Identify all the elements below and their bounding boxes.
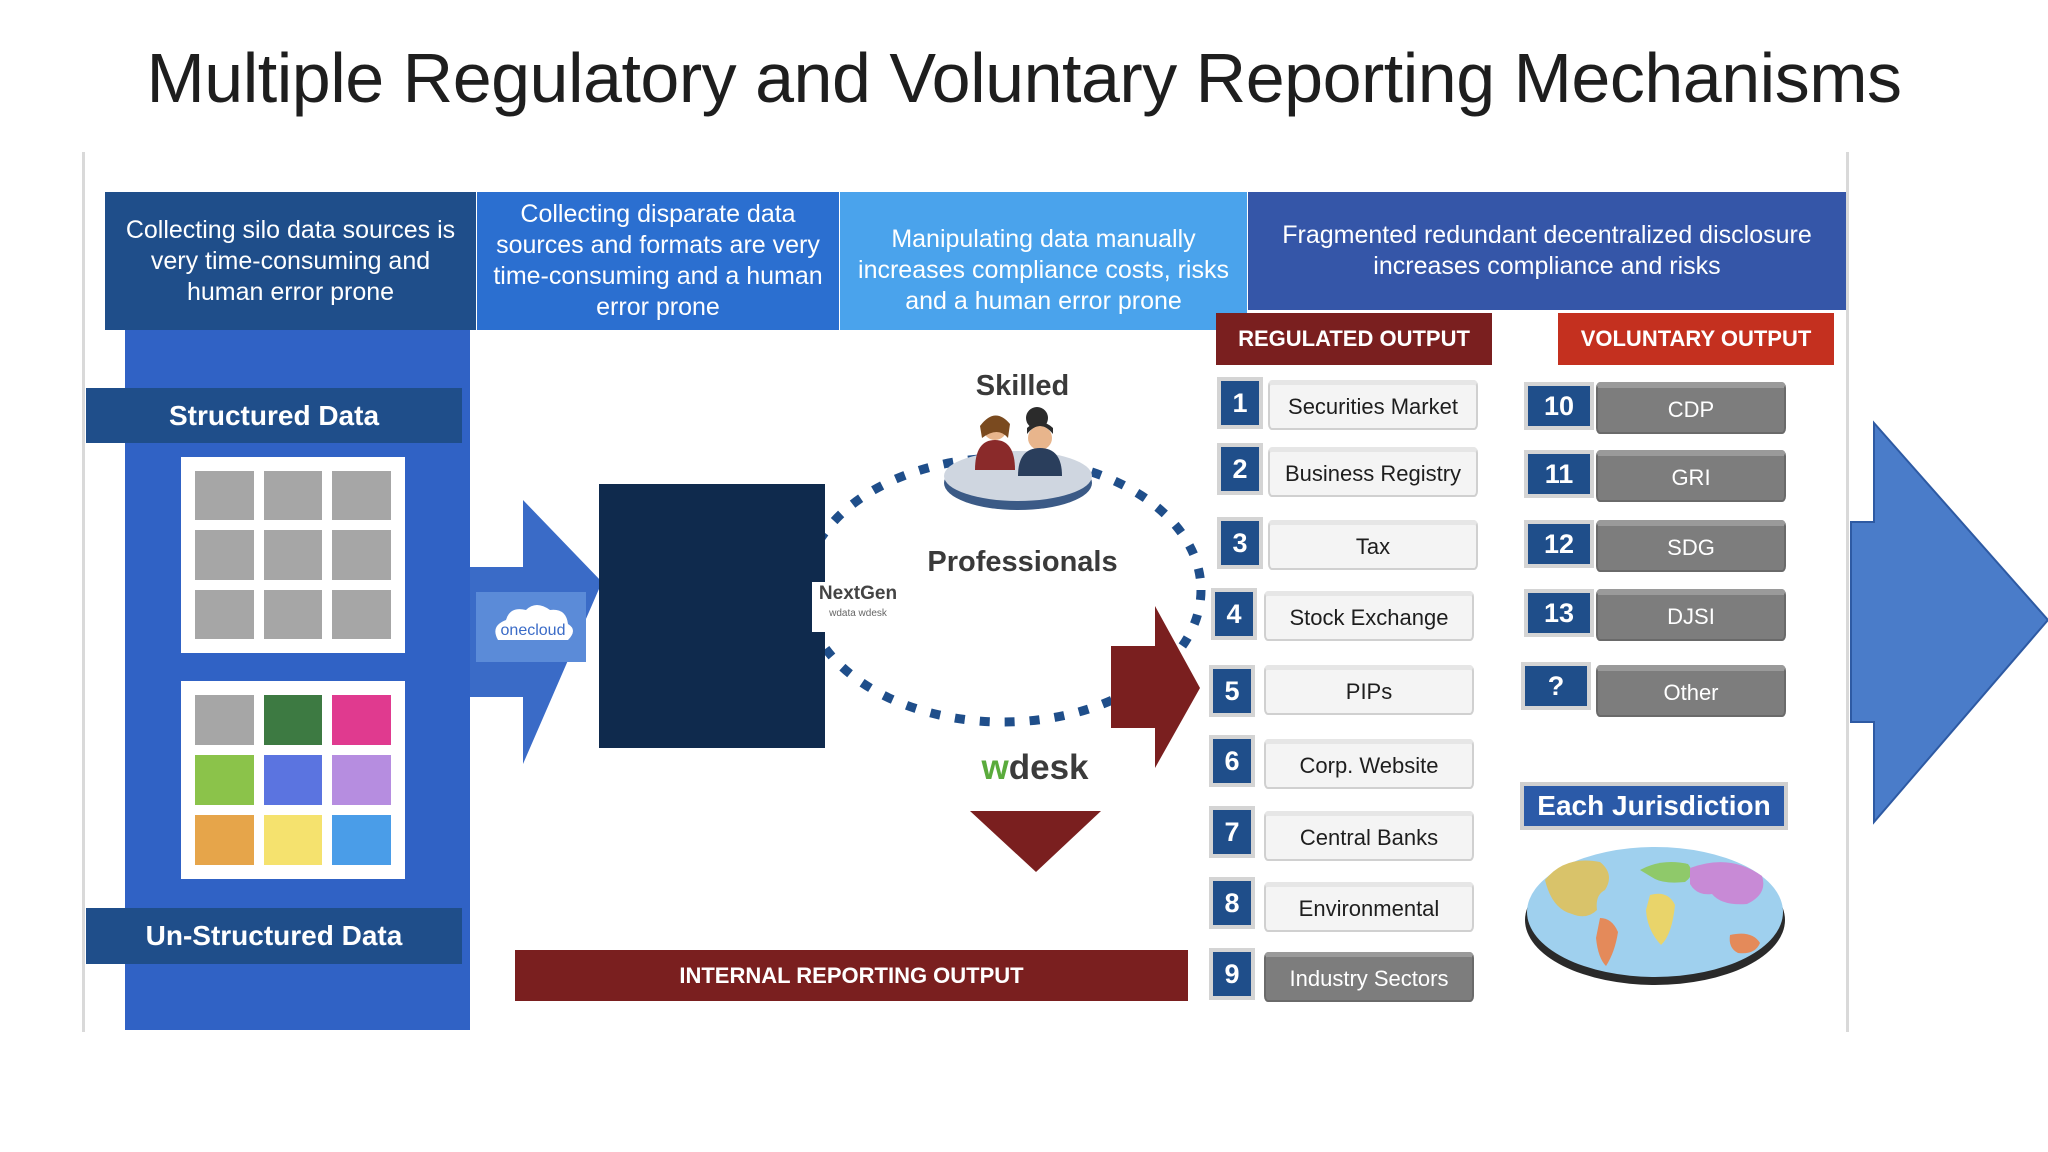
grid-cell: [332, 589, 391, 639]
voluntary-item-gri: GRI: [1596, 450, 1786, 502]
colored-cell: [332, 695, 391, 745]
regulated-item-central-banks: Central Banks: [1264, 811, 1474, 861]
colored-cell: [332, 815, 391, 865]
grid-cell: [195, 589, 254, 639]
internal-down-arrow: [970, 811, 1101, 872]
structured-data-grid: [181, 457, 405, 653]
grid-cell: [195, 471, 254, 521]
voluntary-item-other: Other: [1596, 665, 1786, 717]
unstructured-data-grid: [181, 681, 405, 879]
header-manual-data: Manipulating data manually increases com…: [840, 192, 1247, 330]
colored-cell: [195, 695, 254, 745]
colored-cell: [263, 695, 323, 745]
regulated-item-business-registry: Business Registry: [1268, 447, 1478, 497]
voluntary-output-header: VOLUNTARY OUTPUT: [1558, 313, 1834, 365]
output-arrow: [1850, 420, 2048, 825]
regulated-item-tax: Tax: [1268, 520, 1478, 570]
colored-cell: [263, 755, 323, 805]
colored-cell: [195, 815, 254, 865]
workflow-cycle-dots: [800, 453, 1206, 727]
regulated-number-badge: 7: [1209, 806, 1255, 858]
grid-cell: [195, 530, 254, 580]
grid-cell: [332, 530, 391, 580]
grid-cell: [332, 471, 391, 521]
onecloud-text: onecloud: [501, 622, 566, 639]
colored-cell: [332, 755, 391, 805]
regulated-number-badge: 2: [1217, 443, 1263, 495]
regulated-arrow: [1111, 606, 1200, 768]
regulated-number-badge: 6: [1209, 735, 1255, 787]
regulated-item-stock-exchange: Stock Exchange: [1264, 591, 1474, 641]
skilled-people-icon: [944, 407, 1092, 510]
frame-left-line: [82, 152, 85, 1032]
voluntary-item-cdp: CDP: [1596, 382, 1786, 434]
voluntary-item-djsi: DJSI: [1596, 589, 1786, 641]
grid-cell: [263, 589, 323, 639]
voluntary-item-sdg: SDG: [1596, 520, 1786, 572]
structured-data-label: Structured Data: [86, 388, 462, 443]
nextgen-sublogos: wdata wdesk: [829, 608, 887, 619]
internal-reporting-output-bar: INTERNAL REPORTING OUTPUT: [515, 950, 1188, 1001]
header-fragmented-disclosure: Fragmented redundant decentralized discl…: [1248, 192, 1846, 310]
onecloud-logo: onecloud: [495, 605, 573, 640]
wdesk-logo-desk: desk: [1008, 748, 1089, 787]
voluntary-number-badge: 12: [1524, 520, 1594, 568]
wdesk-logo-w: w: [981, 748, 1009, 787]
regulated-item-securities-market: Securities Market: [1268, 380, 1478, 430]
header-silo-data: Collecting silo data sources is very tim…: [105, 192, 476, 330]
frame-right-line: [1846, 152, 1849, 1032]
regulated-number-badge: 1: [1217, 377, 1263, 429]
professionals-label: Professionals: [927, 546, 1118, 578]
unstructured-data-label: Un-Structured Data: [86, 908, 462, 964]
regulated-item-pips: PIPs: [1264, 665, 1474, 715]
each-jurisdiction-label: Each Jurisdiction: [1520, 782, 1788, 830]
regulated-item-industry-sectors: Industry Sectors: [1264, 952, 1474, 1002]
regulated-number-badge: 8: [1209, 877, 1255, 929]
voluntary-number-badge: ?: [1521, 662, 1591, 710]
regulated-number-badge: 3: [1217, 517, 1263, 569]
voluntary-number-badge: 10: [1524, 382, 1594, 430]
grid-cell: [263, 530, 323, 580]
regulated-item-environmental: Environmental: [1264, 882, 1474, 932]
regulated-number-badge: 9: [1209, 948, 1255, 1000]
nextgen-logo: NextGen: [818, 583, 898, 604]
voluntary-number-badge: 13: [1524, 589, 1594, 637]
colored-cell: [263, 815, 323, 865]
wdesk-logo: wdesk: [960, 748, 1110, 788]
skilled-label: Skilled: [975, 370, 1070, 402]
voluntary-number-badge: 11: [1524, 450, 1594, 498]
grid-cell: [263, 471, 323, 521]
regulated-output-header: REGULATED OUTPUT: [1216, 313, 1492, 365]
slide-title: Multiple Regulatory and Voluntary Report…: [146, 39, 1902, 117]
regulated-number-badge: 5: [1209, 665, 1255, 717]
regulated-item-corp-website: Corp. Website: [1264, 739, 1474, 789]
nextgen-logo-backdrop: [812, 582, 904, 632]
colored-cell: [195, 755, 254, 805]
regulated-number-badge: 4: [1211, 588, 1257, 640]
header-disparate-data: Collecting disparate data sources and fo…: [477, 192, 839, 330]
processing-panel: [599, 484, 825, 748]
world-map-icon: [1525, 847, 1785, 985]
